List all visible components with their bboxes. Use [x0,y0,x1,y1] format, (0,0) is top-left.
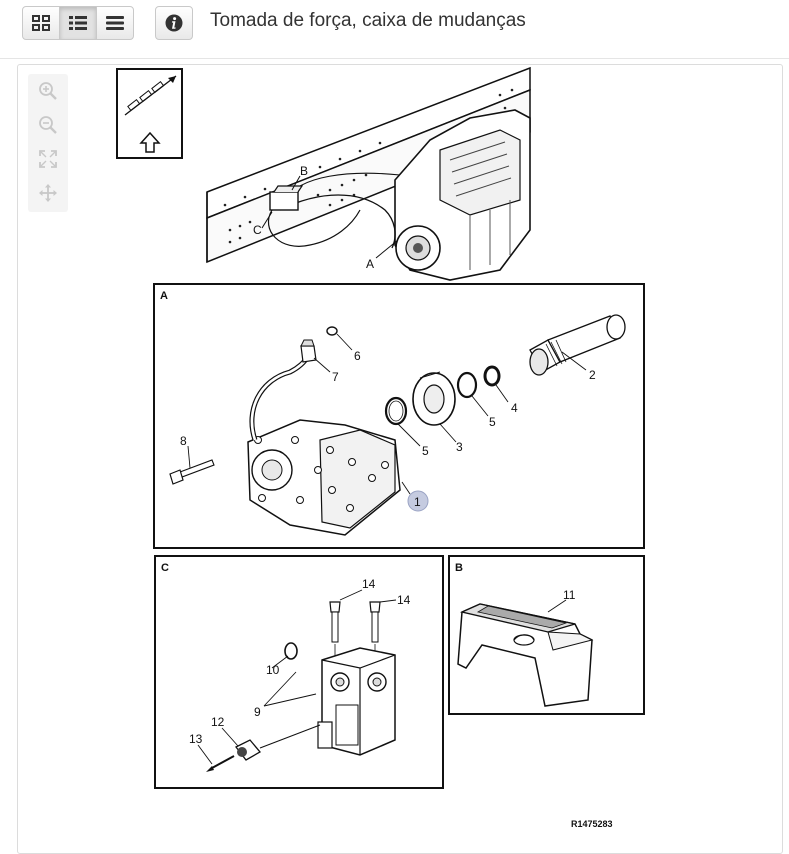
detail-panel-b: B 11 [448,555,645,715]
page-title: Tomada de força, caixa de mudanças [210,10,526,31]
overview-label-c: C [253,223,262,237]
callout-2: 2 [589,368,596,382]
overview-label-a: A [366,257,374,271]
pan-move-icon [39,184,57,202]
reference-code: R1475283 [571,819,613,829]
callout-8: 8 [180,434,187,448]
callout-7: 7 [332,370,339,384]
grid-view-button[interactable] [22,6,60,40]
fit-screen-button[interactable] [28,142,68,176]
zoom-toolbar [28,74,68,212]
callout-1: 1 [414,495,421,509]
callout-12: 12 [211,715,225,729]
panel-a-label: A [160,290,168,302]
grid-icon [32,15,50,31]
callout-11: 11 [563,588,576,602]
panel-b-label: B [455,562,463,574]
panel-c-label: C [161,562,169,574]
callout-6: 6 [354,349,361,363]
detail-panel-a: A [153,283,645,549]
view-toggle-group [22,6,134,40]
pan-button[interactable] [28,176,68,210]
callout-14-left: 14 [362,577,376,591]
overview-illustration: B C A [206,66,531,281]
callout-14-right: 14 [397,593,411,607]
overview-label-b: B [300,164,308,178]
zoom-in-icon [39,82,57,100]
toolbar: Tomada de força, caixa de mudanças [0,0,789,59]
orientation-symbol [116,68,183,159]
info-button[interactable] [155,6,193,40]
callout-4: 4 [511,401,518,415]
detail-panel-c: C [154,555,444,789]
callout-13: 13 [189,732,203,746]
callout-5-left: 5 [422,444,429,458]
callout-5-right: 5 [489,415,496,429]
fit-screen-icon [39,150,57,168]
list-icon [69,16,87,30]
rows-view-button[interactable] [96,6,134,40]
zoom-out-icon [39,116,57,134]
highlighted-callout-marker[interactable] [407,490,429,512]
info-icon [165,14,183,32]
rows-icon [106,16,124,30]
callout-3: 3 [456,440,463,454]
zoom-in-button[interactable] [28,74,68,108]
zoom-out-button[interactable] [28,108,68,142]
callout-9: 9 [254,705,261,719]
callout-10: 10 [266,663,280,677]
